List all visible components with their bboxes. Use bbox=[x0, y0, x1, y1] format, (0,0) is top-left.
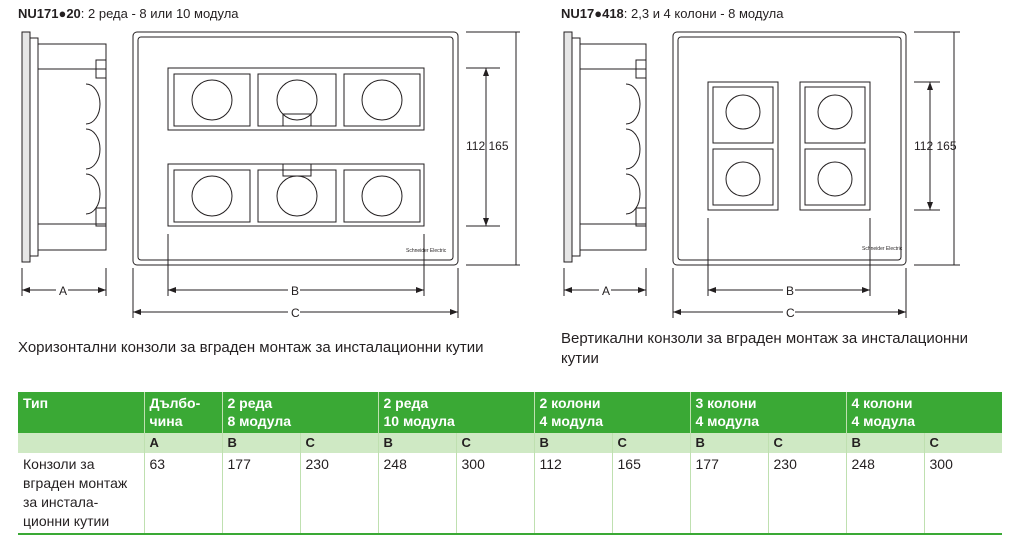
left-caption: Хоризонтални конзоли за вграден монтаж з… bbox=[18, 339, 484, 356]
table-subheader-row: A B C B C B C B C B C bbox=[18, 433, 1002, 453]
left-side-view bbox=[21, 31, 107, 263]
header-group-5: 4 колони 4 модула bbox=[846, 392, 1002, 433]
left-brand-logo: Schneider Electric bbox=[406, 248, 447, 254]
left-technical-drawing: 112 165 A B C Schneider Electric bbox=[21, 31, 520, 320]
left-product-desc: : 2 реда - 8 или 10 модула bbox=[80, 6, 239, 21]
right-height-dims: 112 165 bbox=[914, 139, 957, 153]
row-label-line-3: за инстала- bbox=[23, 494, 99, 510]
subheader-cell: A bbox=[144, 433, 223, 453]
right-drawing-header: NU17●418: 2,3 и 4 колони - 8 модула bbox=[561, 6, 783, 21]
header-group-2: 2 реда 10 модула bbox=[378, 392, 535, 433]
table-cell: 248 bbox=[378, 453, 457, 534]
header-group-2-line-1: 2 реда bbox=[383, 395, 429, 411]
left-dim-b: B bbox=[291, 284, 299, 298]
subheader-cell: B bbox=[690, 433, 769, 453]
table-cell: 230 bbox=[768, 453, 847, 534]
right-product-code: NU17●418 bbox=[561, 6, 624, 21]
subheader-cell: C bbox=[612, 433, 691, 453]
subheader-cell: B bbox=[534, 433, 613, 453]
dimensions-table: Тип Дълбо-чина 2 реда 8 модула 2 реда 10 м… bbox=[18, 392, 1002, 535]
row-label-line-1: Конзоли за bbox=[23, 456, 95, 472]
right-caption-line-1: Вертикални конзоли за вграден монтаж за … bbox=[561, 330, 968, 347]
subheader-cell: C bbox=[768, 433, 847, 453]
header-group-4-line-2: 4 модула bbox=[695, 413, 760, 429]
left-product-code: NU171●20 bbox=[18, 6, 81, 21]
row-label-line-2: вграден монтаж bbox=[23, 475, 128, 491]
right-caption: Вертикални конзоли за вграден монтаж за … bbox=[561, 329, 968, 369]
right-dim-b: B bbox=[786, 284, 794, 298]
left-upper-module-row bbox=[167, 67, 425, 131]
table-cell: 230 bbox=[300, 453, 379, 534]
table-cell: 63 bbox=[144, 453, 223, 534]
right-side-view bbox=[563, 31, 647, 263]
table-cell: 112 bbox=[534, 453, 613, 534]
subheader-cell: C bbox=[924, 433, 1002, 453]
header-group-1-line-2: 8 модула bbox=[227, 413, 292, 429]
right-right-module-column bbox=[799, 81, 871, 211]
row-label-line-4: ционни кутии bbox=[23, 513, 110, 529]
table-cell: 300 bbox=[929, 456, 953, 472]
right-front-plate bbox=[672, 31, 907, 266]
left-front-plate bbox=[132, 31, 459, 266]
header-group-2-line-2: 10 модула bbox=[383, 413, 455, 429]
header-group-5-line-2: 4 модула bbox=[851, 413, 916, 429]
header-depth: Дълбо-чина bbox=[144, 392, 223, 433]
header-group-3-line-2: 4 модула bbox=[539, 413, 604, 429]
right-technical-drawing: 112 165 A B C Schneider Electric bbox=[563, 31, 960, 320]
header-type: Тип bbox=[18, 392, 145, 433]
table-header-row: Тип Дълбо-чина 2 реда 8 модула 2 реда 10 м… bbox=[18, 392, 1002, 433]
right-dim-a: A bbox=[602, 284, 610, 298]
table-cell: 248 bbox=[846, 453, 925, 534]
header-group-5-line-1: 4 колони bbox=[851, 395, 913, 411]
right-brand-logo: Schneider Electric bbox=[862, 246, 903, 252]
header-group-1: 2 реда 8 модула bbox=[222, 392, 379, 433]
right-caption-line-2: кутии bbox=[561, 350, 599, 367]
left-dim-c: C bbox=[291, 306, 300, 320]
left-lower-module-row bbox=[167, 163, 425, 227]
table-cell: 177 bbox=[222, 453, 301, 534]
table-cell: 300 bbox=[456, 453, 535, 534]
row-label: Конзоли за вграден монтаж за инстала- ци… bbox=[18, 453, 145, 534]
subheader-cell: B bbox=[222, 433, 301, 453]
left-height-dims: 112 165 bbox=[466, 139, 509, 153]
table-row: Конзоли за вграден монтаж за инстала- ци… bbox=[18, 453, 1002, 534]
right-dim-c: C bbox=[786, 306, 795, 320]
right-left-module-column bbox=[707, 81, 779, 211]
subheader-empty bbox=[18, 433, 145, 453]
header-group-3-line-1: 2 колони bbox=[539, 395, 601, 411]
header-group-4: 3 колони 4 модула bbox=[690, 392, 847, 433]
header-group-1-line-1: 2 реда bbox=[227, 395, 273, 411]
header-group-3: 2 колони 4 модула bbox=[534, 392, 691, 433]
left-drawing-header: NU171●20: 2 реда - 8 или 10 модула bbox=[18, 6, 239, 21]
right-product-desc: : 2,3 и 4 колони - 8 модула bbox=[623, 6, 784, 21]
header-depth-line-2: чина bbox=[149, 413, 183, 429]
table-cell: 177 bbox=[690, 453, 769, 534]
header-group-4-line-1: 3 колони bbox=[695, 395, 757, 411]
left-dim-a: A bbox=[59, 284, 67, 298]
subheader-cell: B bbox=[378, 433, 457, 453]
header-depth-line-1: Дълбо- bbox=[149, 395, 201, 411]
subheader-cell: B bbox=[846, 433, 925, 453]
subheader-cell: C bbox=[300, 433, 379, 453]
table-cell: 165 bbox=[612, 453, 691, 534]
subheader-cell: C bbox=[456, 433, 535, 453]
